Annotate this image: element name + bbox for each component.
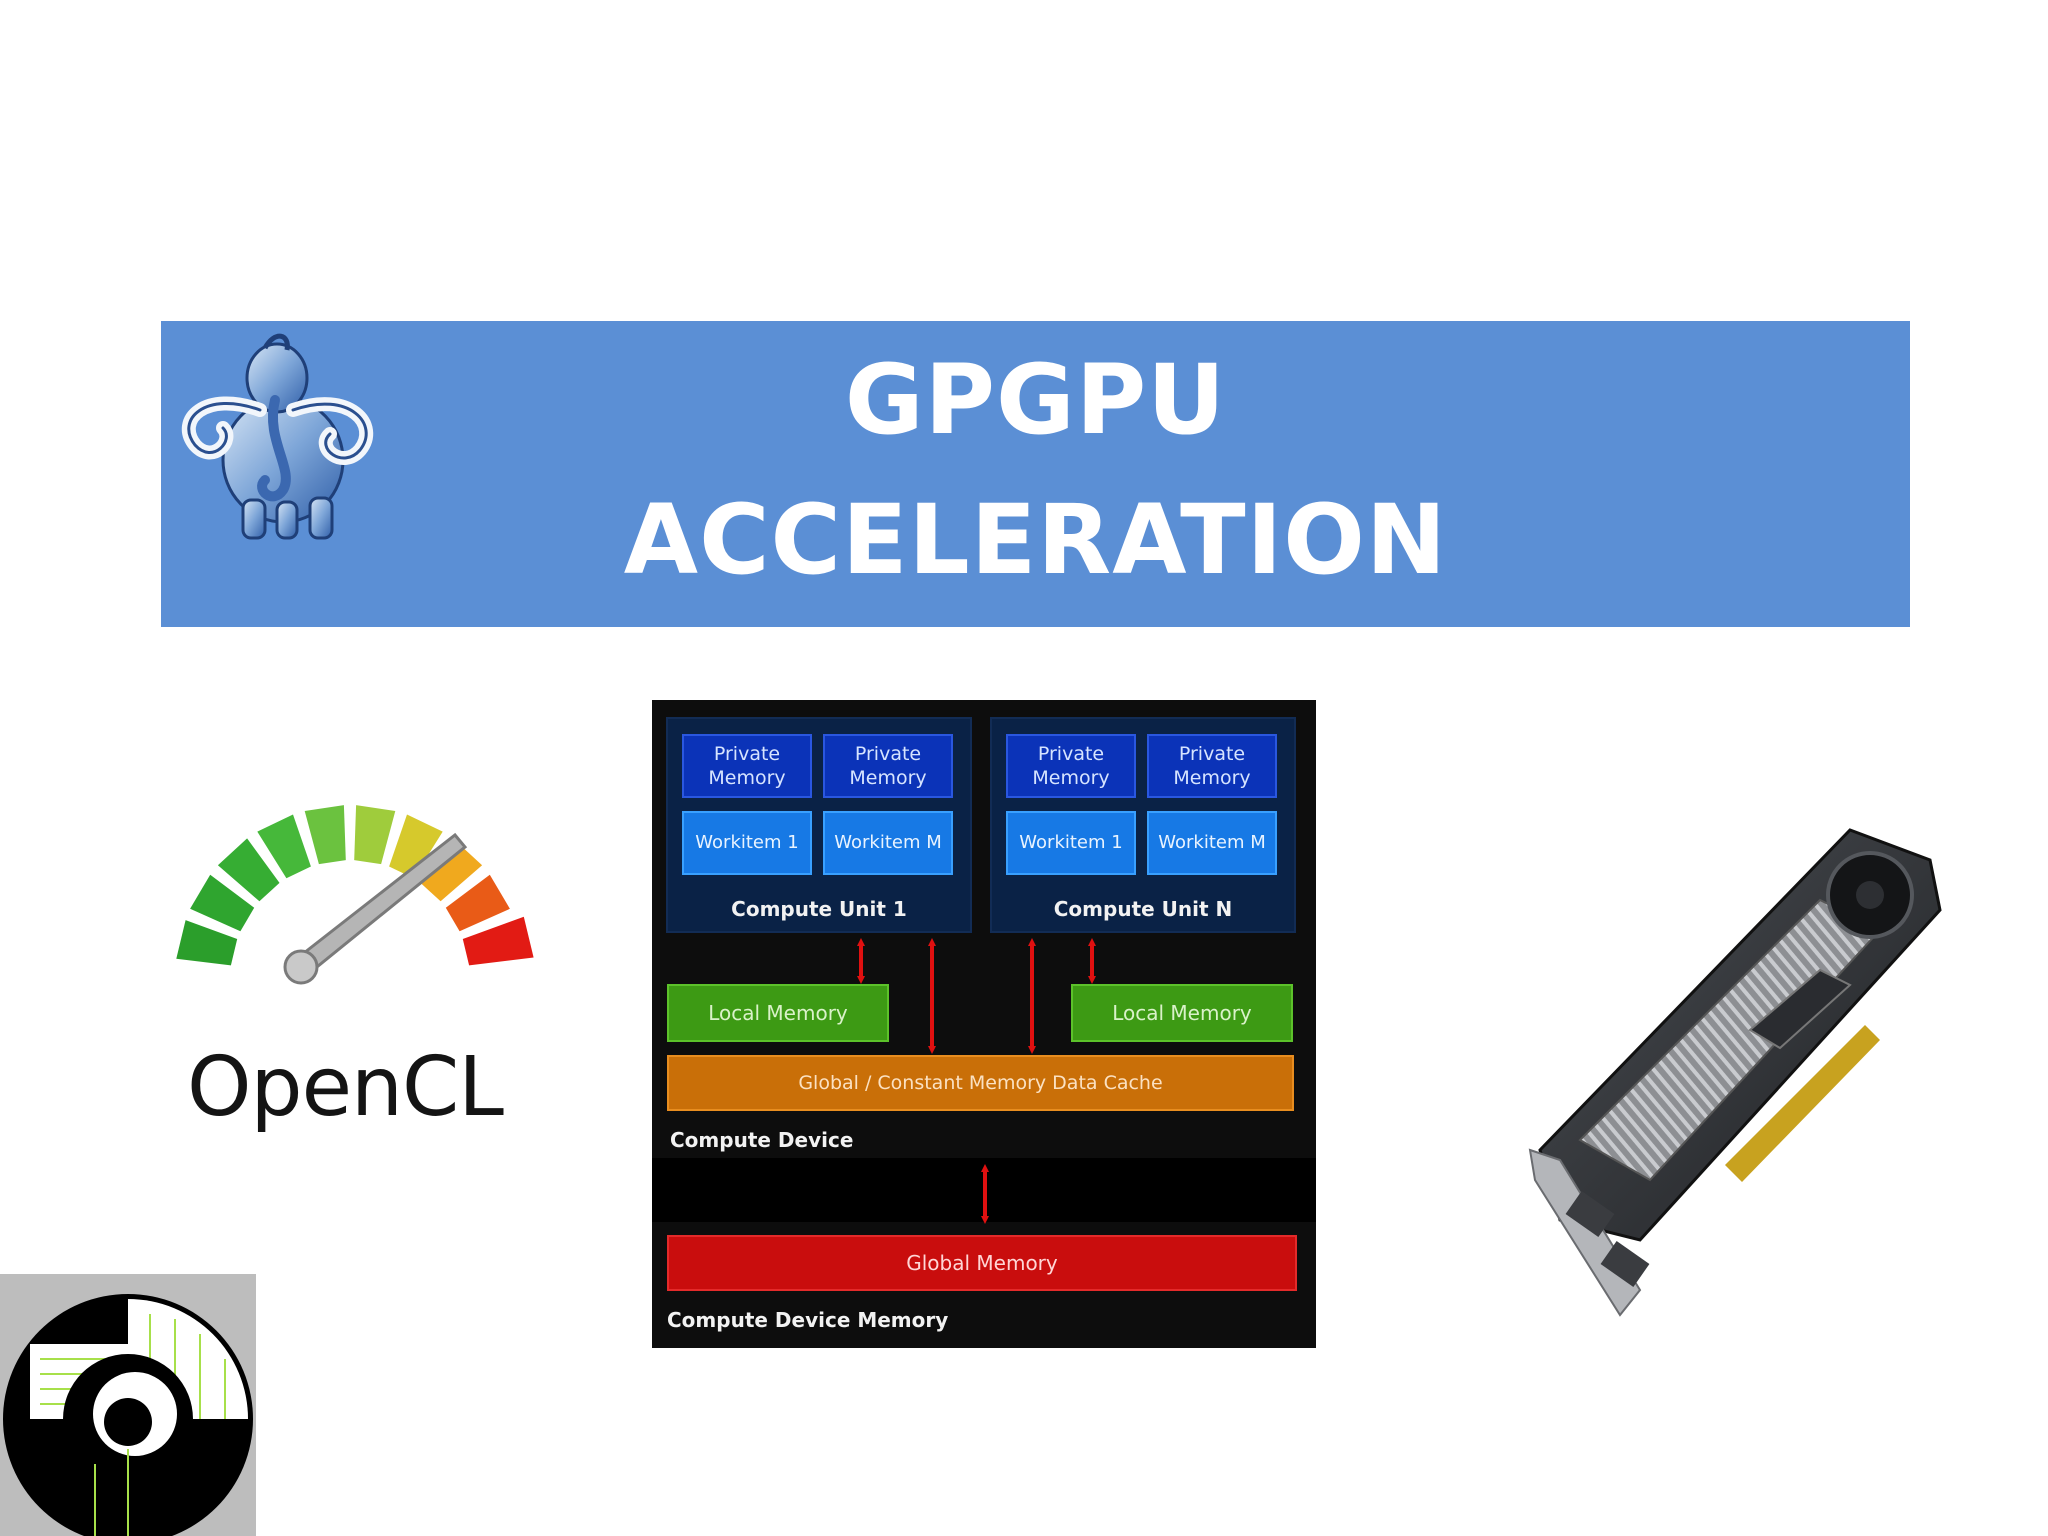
local-memory-box: Local Memory (1071, 984, 1293, 1042)
gauge-segment (257, 814, 311, 879)
gauge-segment (445, 874, 510, 932)
gauge-segment (190, 874, 255, 932)
global-constant-cache-bar: Global / Constant Memory Data Cache (667, 1055, 1294, 1111)
title-banner (161, 321, 1910, 627)
title-line-1: GPGPU (844, 344, 1227, 456)
compute-unit-label: Compute Unit 1 (731, 897, 907, 921)
global-memory-bar: Global Memory (667, 1235, 1297, 1291)
workitem-box: Workitem M (1147, 811, 1277, 875)
mammoth-logo-icon (181, 333, 373, 540)
compute-unit-label: Compute Unit N (1053, 897, 1233, 921)
workitem-box: Workitem 1 (682, 811, 812, 875)
local-memory-box: Local Memory (667, 984, 889, 1042)
gauge-segment (354, 805, 396, 865)
gpu-card-image (1528, 828, 1942, 1317)
gauge-segment (176, 920, 238, 966)
gauge-segment (217, 838, 280, 902)
workitem-box: Workitem M (823, 811, 953, 875)
device-divider (652, 1158, 1316, 1166)
spiral-logo-icon (0, 1274, 256, 1536)
compute-device-label: Compute Device (670, 1128, 854, 1152)
gauge-segment (304, 805, 346, 865)
title-line-2: ACCELERATION (623, 484, 1448, 596)
gauge-segment (462, 916, 534, 966)
gauge-segment (389, 814, 443, 879)
compute-device-memory-label: Compute Device Memory (667, 1308, 949, 1332)
workitem-box: Workitem 1 (1006, 811, 1136, 875)
arrows-layer (857, 938, 1096, 1224)
speedometer-icon (176, 805, 534, 985)
opencl-label: OpenCL (187, 1040, 504, 1135)
gauge-segment (420, 838, 483, 902)
